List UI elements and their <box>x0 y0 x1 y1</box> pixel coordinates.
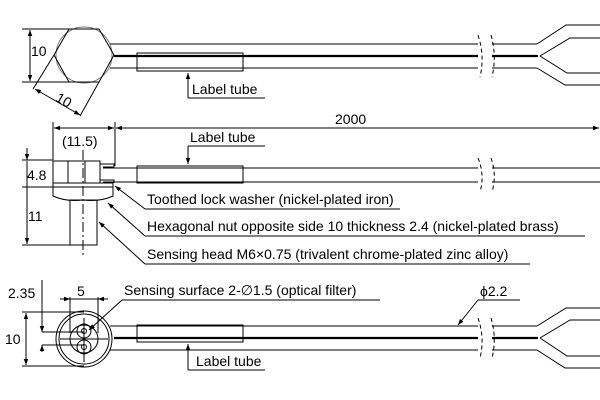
sensing-head <box>69 199 98 246</box>
callout-sensing-head: Sensing head M6×0.75 (trivalent chrome-p… <box>147 246 508 262</box>
front-view: Label tube 5 2.35 10 Sensing surface 2-∅… <box>5 280 600 371</box>
hex-nut-upper <box>52 160 101 184</box>
cable <box>110 24 600 86</box>
label-tube-text: Label tube <box>190 129 256 145</box>
break-mark <box>477 34 495 78</box>
cable-diameter: ϕ2.2 <box>480 283 508 299</box>
callout-hex-nut: Hexagonal nut opposite side 10 thickness… <box>147 218 559 234</box>
head-face <box>55 310 113 368</box>
label-tube-text: Label tube <box>192 81 258 97</box>
callout-sensing-surface: Sensing surface 2-∅1.5 (optical filter) <box>124 282 356 298</box>
dim-height: 10 <box>5 331 21 347</box>
label-tube <box>136 165 244 184</box>
head-outline-circle <box>55 26 113 84</box>
dim-upper: 4.8 <box>27 167 47 183</box>
label-tube-text: Label tube <box>196 353 262 369</box>
label-tube <box>136 52 244 72</box>
top-view: 10 10 Label tube <box>22 24 600 117</box>
dim-offset: 2.35 <box>8 285 35 301</box>
callout-lock-washer: Toothed lock washer (nickel-plated iron) <box>147 191 394 207</box>
dim-height: 10 <box>31 43 47 59</box>
dim-lower: 11 <box>28 208 43 224</box>
label-tube <box>136 324 244 343</box>
side-view: (11.5) 2000 Label tube 4.8 11 Toothed lo… <box>22 111 600 265</box>
dim-across-flats: 10 <box>53 89 75 111</box>
dim-pitch: 5 <box>77 283 85 299</box>
dim-width: (11.5) <box>62 133 98 149</box>
dim-length: 2000 <box>335 111 366 127</box>
